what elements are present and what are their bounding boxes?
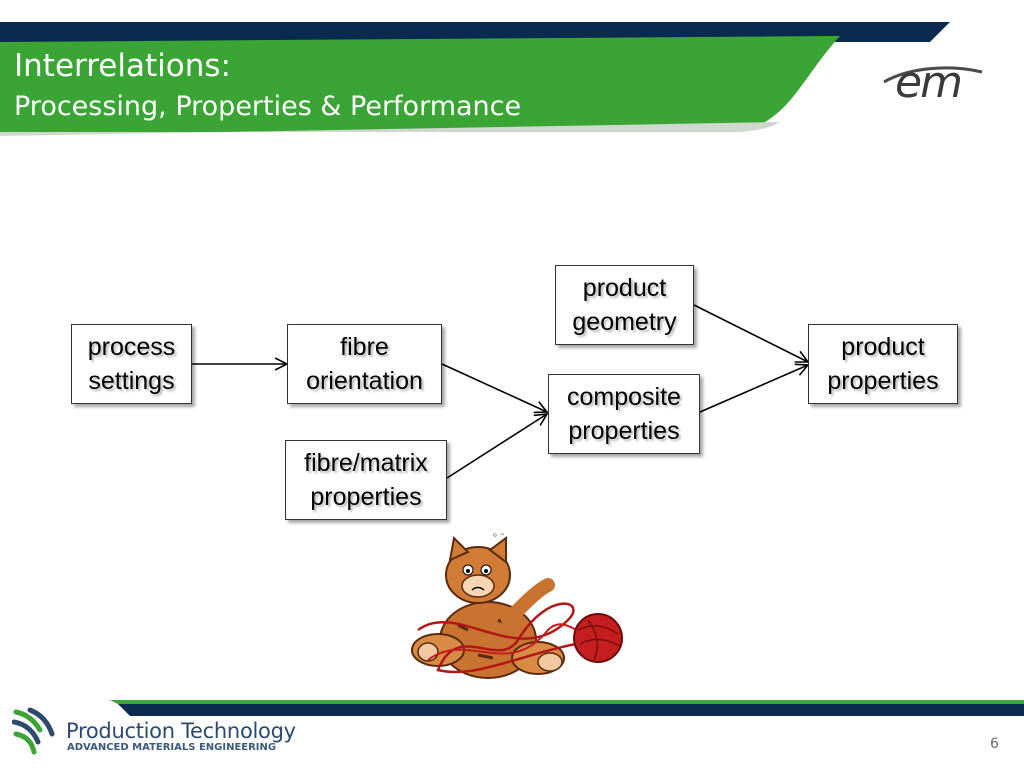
production-technology-logo-icon — [12, 707, 55, 755]
node-process-settings: process settings — [71, 324, 192, 404]
arrow-geometry-to-product — [693, 304, 808, 362]
node-fibre-matrix-properties: fibre/matrix properties — [285, 440, 447, 520]
em-logo-swoosh-icon — [883, 66, 983, 84]
footer-company-subtitle: ADVANCED MATERIALS ENGINEERING — [67, 742, 277, 753]
node-composite-properties: composite properties — [548, 374, 700, 454]
footer-stripe — [110, 700, 1024, 716]
footer-company-name: Production Technology — [66, 719, 296, 743]
svg-text:ᵒ ᵔ: ᵒ ᵔ — [493, 532, 504, 543]
node-product-properties: product properties — [808, 324, 958, 404]
arrow-orientation-to-composite — [441, 363, 547, 412]
node-product-geometry: product geometry — [555, 265, 694, 345]
page-number: 6 — [990, 736, 999, 752]
slide-title: Interrelations: — [14, 48, 231, 84]
cat-tangled-in-yarn-image: ᵒ ᵔ — [411, 532, 623, 679]
arrow-matrix-to-composite — [446, 414, 547, 479]
slide-subtitle: Processing, Properties & Performance — [14, 91, 522, 122]
node-fibre-orientation: fibre orientation — [287, 324, 442, 404]
arrow-composite-to-product — [699, 365, 808, 413]
header-banner — [0, 22, 950, 136]
em-logo: em — [895, 57, 963, 108]
